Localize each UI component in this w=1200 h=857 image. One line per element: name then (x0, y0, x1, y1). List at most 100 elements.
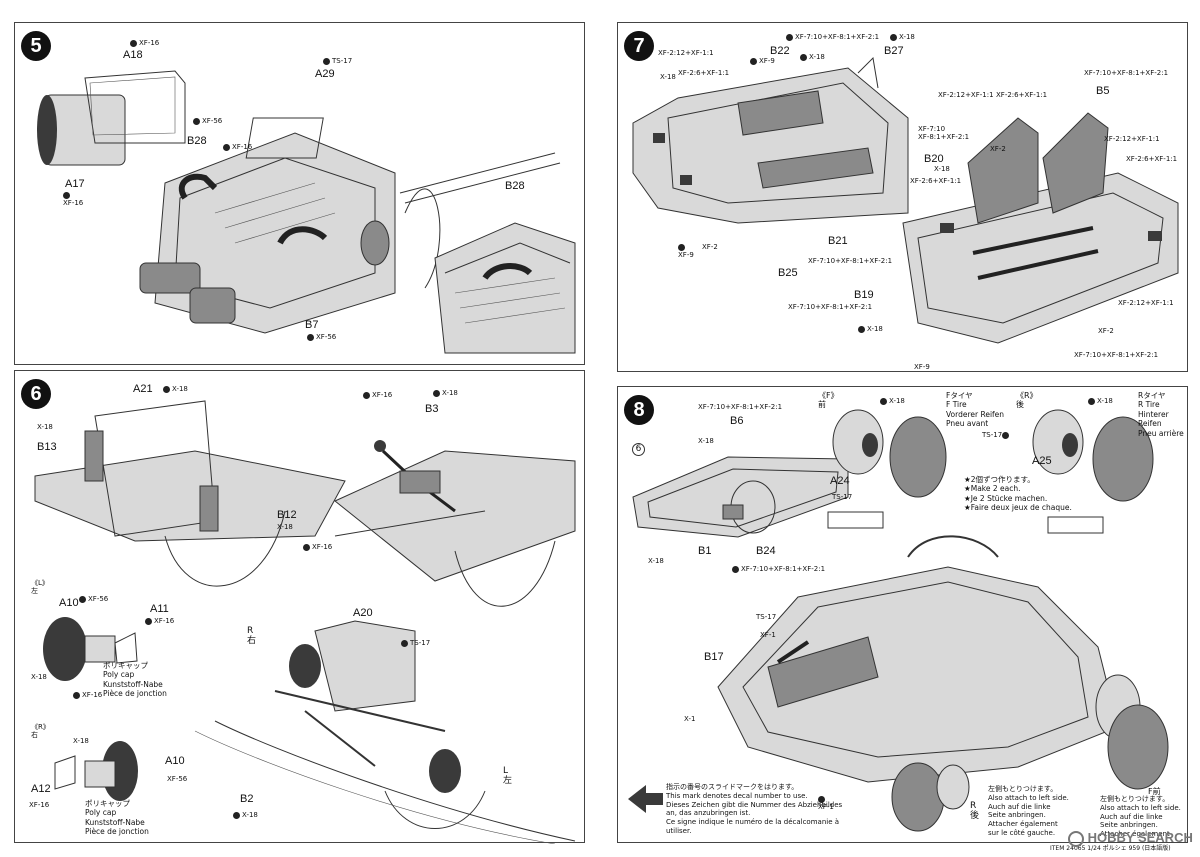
step-5-panel: 5 XF-16 A18 TS-17 A29 XF-56 B28 XF-16 A1… (14, 22, 585, 365)
decal-ref-6: 6 (632, 443, 645, 456)
step-6-number: 6 (21, 379, 51, 409)
color-c4: XF-9 (750, 57, 775, 65)
part-b19: B19 (854, 289, 874, 301)
color-c7: X-1 (684, 715, 696, 723)
color-x18-e: X-18 (31, 673, 47, 681)
color-c19: XF-7:10+XF-8:1+XF-2:1 (808, 257, 893, 265)
part-b28-a: B28 (187, 135, 207, 147)
part-a17: A17 (65, 178, 85, 190)
color-xf16-c: XF-16 (145, 617, 174, 625)
color-c4: XF-7:10+XF-8:1+XF-2:1 (732, 565, 825, 573)
wheel-r-drawing (1032, 409, 1154, 534)
part-b28-b: B28 (505, 180, 525, 192)
cockpit-tub-lower-drawing (902, 112, 1179, 344)
rear-suspension-drawing (194, 620, 576, 844)
part-a25: A25 (1032, 455, 1052, 467)
front-tag: 《F》前 (818, 391, 839, 410)
hobby-search-watermark: HOBBY SEARCH (1068, 830, 1193, 847)
color-ts17: TS-17 (401, 639, 430, 647)
front-suspension-drawing (34, 400, 346, 587)
color-c16: XF-2:6+XF-1:1 (910, 177, 962, 185)
color-c17: XF-9 (678, 243, 694, 259)
color-c14: X-18 (934, 165, 950, 173)
part-b17: B17 (704, 651, 724, 663)
wheel-hub-l-drawing (43, 617, 138, 681)
color-xf56-b: XF-56 (307, 333, 336, 341)
also-left-note-1: 左側もとりつけます。Also attach to left side. Auch… (988, 785, 1069, 837)
part-a24: A24 (830, 475, 850, 487)
color-c1: XF-7:10+XF-8:1+XF-2:1 (698, 403, 783, 411)
color-c25: XF-7:10+XF-8:1+XF-2:1 (1074, 351, 1159, 359)
color-x18-c: X-18 (433, 389, 458, 397)
step-7-panel: 7 XF-7:10+XF-8:1+XF-2:1 X-18 B22 B27 XF-… (617, 22, 1188, 372)
color-c11: X-18 (1088, 397, 1113, 405)
rear-tag: 《R》後 (1016, 391, 1038, 410)
step-5-drawing (37, 70, 576, 354)
color-c13: XF-2:12+XF-1:1 (1104, 135, 1160, 143)
part-b2: B2 (240, 793, 254, 805)
color-c15: XF-2:6+XF-1:1 (1126, 155, 1178, 163)
watermark-logo-icon (1068, 830, 1084, 847)
color-c3: XF-2:12+XF-1:1 (658, 49, 714, 57)
step-8-number: 8 (624, 395, 654, 425)
color-x18-b: X-18 (37, 423, 53, 431)
color-c3: X-18 (648, 557, 664, 565)
color-c6: XF-2:6+XF-1:1 (678, 69, 730, 77)
part-a29: A29 (315, 68, 335, 80)
color-c5: X-18 (800, 53, 825, 61)
color-x18-g: X-18 (233, 811, 258, 819)
color-c9: XF-2:12+XF-1:1 (938, 91, 994, 99)
color-x18-f: X-18 (73, 737, 89, 745)
item-code: ITEM 24065 1/24 ポルシェ 959 (日本語版) (1050, 845, 1171, 852)
color-xf56-a: XF-56 (193, 117, 222, 125)
step-8-panel: 8 XF-7:10+XF-8:1+XF-2:1 B6 X-18 6 B1 X-1… (617, 386, 1188, 843)
color-c12: XF-2 (990, 145, 1006, 153)
part-b25: B25 (778, 267, 798, 279)
part-b1: B1 (698, 545, 712, 557)
step-8-drawing (628, 409, 1169, 832)
color-c2: X-18 (890, 33, 915, 41)
color-xf16-b: XF-16 (223, 143, 252, 151)
inset-drawing (434, 222, 576, 354)
part-a21: A21 (133, 383, 153, 395)
color-c5: TS-17 (756, 613, 777, 621)
cockpit-tub-upper-drawing (632, 56, 909, 224)
color-xf16-d: XF-16 (73, 691, 102, 699)
step-7-number: 7 (624, 31, 654, 61)
color-c10: XF-2:6+XF-1:1 (996, 91, 1048, 99)
dashboard-drawing (632, 456, 849, 538)
part-a20: A20 (353, 607, 373, 619)
steering-drawing (334, 440, 576, 607)
color-xf56-b: XF-56 (167, 775, 188, 783)
color-c18: XF-2 (702, 243, 718, 251)
also-left-note-2: 左側もとりつけます。Also attach to left side. Auch… (1100, 795, 1181, 838)
side-l-tag: 《L》左 (31, 579, 49, 596)
color-c9: X-18 (880, 397, 905, 405)
part-a12: A12 (31, 783, 51, 795)
color-xf16-b: XF-16 (303, 543, 332, 551)
color-c1: XF-7:10+XF-8:1+XF-2:1 (786, 33, 879, 41)
color-xf16-e: XF-16 (29, 801, 50, 809)
engine-drawing (139, 117, 561, 334)
color-c7: X-18 (660, 73, 676, 81)
wheel-f-drawing (827, 409, 947, 529)
muffler-drawing (37, 70, 186, 166)
part-b24: B24 (756, 545, 776, 557)
part-b5: B5 (1096, 85, 1110, 97)
color-xf16-c: XF-16 (63, 191, 83, 207)
color-c8: XF-7:10+XF-8:1+XF-2:1 (1084, 69, 1169, 77)
f-front-mark: F前 (1148, 787, 1161, 796)
part-b22: B22 (770, 45, 790, 57)
color-c2: X-18 (698, 437, 714, 445)
color-c12: TS-17 (982, 431, 1011, 439)
part-a10-r: A10 (165, 755, 185, 767)
color-c6: XF-1 (760, 631, 776, 639)
part-b27: B27 (884, 45, 904, 57)
part-b3: B3 (425, 403, 439, 415)
part-b6: B6 (730, 415, 744, 427)
color-c8: XF-1 (818, 795, 834, 811)
part-b20: B20 (924, 153, 944, 165)
